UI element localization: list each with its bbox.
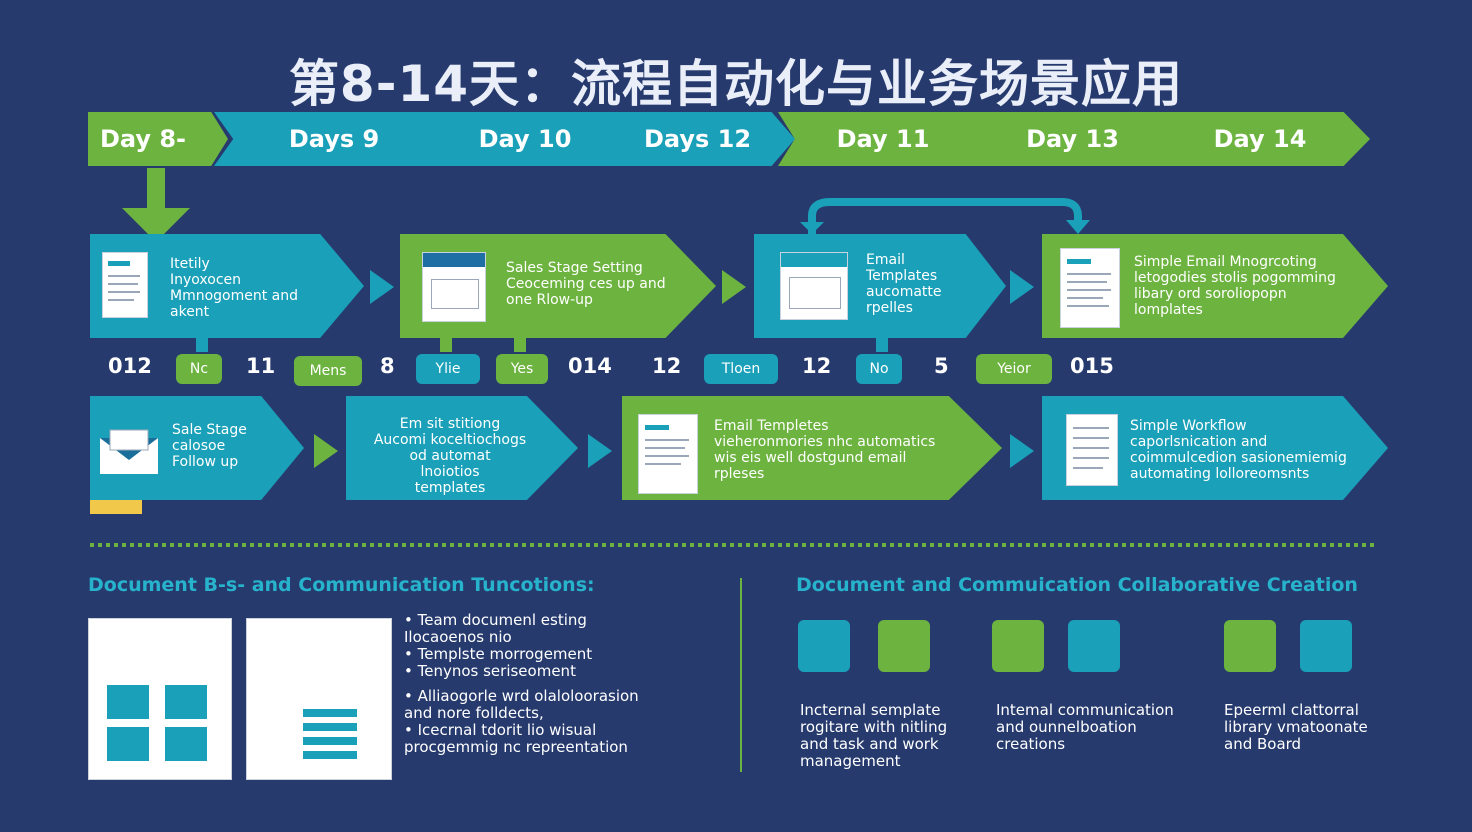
document-icon	[638, 414, 698, 494]
vertical-divider	[740, 578, 742, 772]
checklist-icon	[1066, 414, 1118, 486]
process-card-email-templates[interactable]: Email Templates aucomatte rpelles	[754, 234, 1006, 338]
timeline-label: Days 9	[288, 125, 380, 153]
card-text: Simple Workflow caporlsnication and coim…	[1130, 418, 1347, 482]
process-card-sales-stage[interactable]: Sales Stage Setting Ceoceming ces up and…	[400, 234, 716, 338]
timeline-day-14[interactable]: Day 14	[1150, 112, 1370, 166]
highlight-marker	[90, 500, 142, 514]
connector	[440, 338, 452, 352]
connector	[196, 338, 208, 352]
calendar-icon	[780, 252, 848, 320]
divider	[90, 543, 1378, 547]
list-item: • Templste morrogement	[404, 645, 593, 663]
document-icon	[102, 252, 148, 318]
down-arrow-icon	[122, 168, 190, 242]
step-number: 015	[1070, 354, 1114, 378]
list-item: • Tenynos seriseoment	[404, 662, 576, 680]
status-badge: Yeior	[976, 354, 1052, 384]
card-text: Em sit stitiong Aucomi koceltiochogs od …	[373, 416, 527, 496]
status-badge: Tloen	[704, 354, 778, 384]
group-caption: Epeerml clattorral library vmatoonate an…	[1224, 701, 1368, 753]
timeline-day-13[interactable]: Day 13	[960, 112, 1185, 166]
flow-arrow-icon	[314, 434, 338, 468]
process-card-simple-email[interactable]: Simple Email Mnogrcoting letogodies stol…	[1042, 234, 1388, 338]
group-caption: Intemal communication and ounnelboation …	[996, 701, 1174, 753]
step-number: 11	[246, 354, 276, 378]
card-text: Email Templetes vieheronmories nhc autom…	[714, 418, 936, 482]
timeline-label: Day 13	[1026, 125, 1119, 153]
status-badge: Yes	[496, 354, 548, 384]
calendar-icon	[422, 252, 486, 322]
step-number: 12	[802, 354, 832, 378]
connector	[876, 338, 888, 352]
status-badge: Nc	[176, 354, 222, 384]
timeline-day-8[interactable]: Day 8-	[88, 112, 228, 166]
process-card-simple-workflow[interactable]: Simple Workflow caporlsnication and coim…	[1042, 396, 1388, 500]
status-badge: No	[856, 354, 902, 384]
card-text: Simple Email Mnogrcoting letogodies stol…	[1134, 254, 1336, 318]
card-text: Sales Stage Setting Ceoceming ces up and…	[506, 260, 666, 308]
process-card-inventory[interactable]: Itetily Inyoxocen Mmnogoment and akent	[90, 234, 364, 338]
step-number: 8	[380, 354, 395, 378]
step-number: 5	[934, 354, 949, 378]
timeline-day-9[interactable]: Days 9	[214, 112, 454, 166]
flow-arrow-icon	[1010, 434, 1034, 468]
email-icon[interactable]	[1300, 620, 1352, 672]
step-number: 012	[108, 354, 152, 378]
group-caption: Incternal semplate rogitare with nitling…	[800, 701, 948, 770]
document-thumbnail	[246, 618, 392, 780]
team-icon[interactable]	[878, 620, 930, 672]
feature-list: • Team documenl esting Ilocaoenos nio • …	[404, 612, 704, 756]
chat-bubble-icon[interactable]	[1224, 620, 1276, 672]
document-thumbnail	[88, 618, 232, 780]
document-icon	[1060, 248, 1120, 328]
envelope-icon	[100, 429, 158, 474]
card-text: Email Templates aucomatte rpelles	[866, 252, 942, 316]
timeline-label: Day 10	[478, 125, 572, 153]
card-text: Sale Stage calosoe Follow up	[172, 422, 247, 470]
flow-arrow-icon	[370, 270, 394, 304]
connector	[514, 338, 526, 352]
timeline-day-11[interactable]: Day 11	[778, 112, 988, 166]
process-card-sale-stage[interactable]: Sale Stage calosoe Follow up	[90, 396, 304, 500]
flow-arrow-icon	[588, 434, 612, 468]
message-icon[interactable]	[1068, 620, 1120, 672]
status-badge: Mens	[294, 356, 362, 386]
step-number: 014	[568, 354, 612, 378]
document-icon[interactable]	[992, 620, 1044, 672]
step-number: 12	[652, 354, 682, 378]
process-card-email-setting[interactable]: Em sit stitiong Aucomi koceltiochogs od …	[346, 396, 578, 500]
card-text: Itetily Inyoxocen Mmnogoment and akent	[170, 256, 299, 320]
list-item: • Team documenl esting Ilocaoenos nio	[404, 611, 587, 646]
timeline-label: Days 12	[643, 125, 752, 153]
section-heading-right: Document and Commuication Collaborative …	[796, 574, 1358, 596]
timeline-day-12[interactable]: Days 12	[600, 112, 795, 166]
qr-code-icon[interactable]	[798, 620, 850, 672]
timeline-day-10[interactable]: Day 10	[410, 112, 640, 166]
timeline-label: Day 11	[836, 125, 930, 153]
timeline-label: Day 14	[1213, 125, 1307, 153]
status-badge: Ylie	[416, 354, 480, 384]
flow-arrow-icon	[1010, 270, 1034, 304]
list-item: • Alliaogorle wrd olaloloorasion and nor…	[404, 687, 639, 722]
timeline-label: Day 8-	[99, 125, 187, 153]
page-title: 第8-14天：流程自动化与业务场景应用	[288, 55, 1184, 113]
flow-arrow-icon	[722, 270, 746, 304]
loop-arrow-icon	[800, 198, 1090, 234]
process-card-email-templates-2[interactable]: Email Templetes vieheronmories nhc autom…	[622, 396, 1002, 500]
section-heading-left: Document B-s- and Communication Tuncotio…	[88, 574, 595, 596]
list-item: • Icecrnal tdorit lio wisual procgemmig …	[404, 721, 628, 756]
